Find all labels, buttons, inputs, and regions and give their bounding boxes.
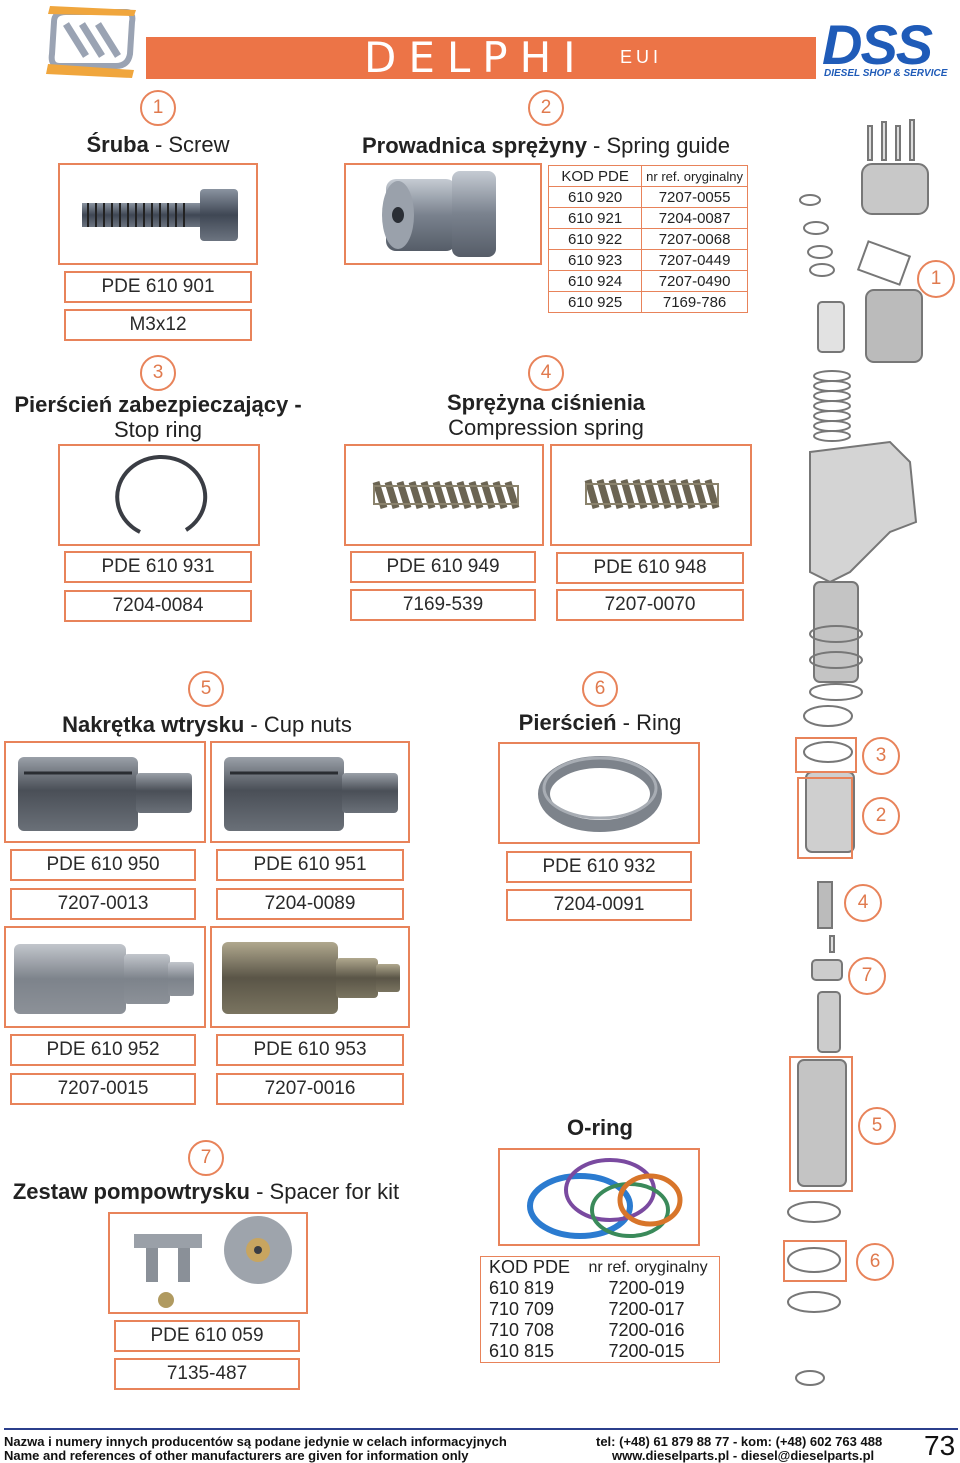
spring-ref-2: 7207-0070	[556, 589, 744, 621]
ring-code: PDE 610 932	[506, 851, 692, 883]
table-header: nr ref. oryginalny	[641, 165, 748, 187]
screw-size: M3x12	[64, 309, 252, 341]
section-3-number: 3	[140, 355, 176, 391]
section-6-title: Pierścień - Ring	[518, 710, 682, 735]
table-header: KOD PDE	[547, 165, 643, 187]
diagram-callout-1: 1	[917, 260, 955, 298]
section-4-number: 4	[528, 355, 564, 391]
dss-logo-text: DSS	[822, 13, 933, 76]
oring-image	[498, 1148, 700, 1246]
exploded-diagram	[770, 112, 946, 1402]
compression-spring-image-1	[344, 444, 544, 546]
cup-nut-code-2: PDE 610 951	[216, 849, 404, 881]
dss-logo: DSS DIESEL SHOP & SERVICE	[822, 13, 956, 84]
spacer-kit-ref: 7135-487	[114, 1358, 300, 1390]
section-2-title: Prowadnica sprężyny - Spring guide	[361, 133, 731, 158]
section-7-number: 7	[188, 1140, 224, 1176]
diagram-callout-7: 7	[848, 957, 886, 995]
stop-ring-ref: 7204-0084	[64, 590, 252, 622]
footer-disclaimer-pl: Nazwa i numery innych producentów są pod…	[4, 1434, 507, 1449]
spring-ref-1: 7169-539	[350, 589, 536, 621]
dss-logo-subtext: DIESEL SHOP & SERVICE	[824, 68, 948, 79]
footer-divider	[4, 1428, 958, 1430]
diagram-box-6	[783, 1240, 847, 1282]
cup-nut-code-3: PDE 610 952	[10, 1034, 196, 1066]
spring-code-2: PDE 610 948	[556, 552, 744, 584]
cup-nut-ref-1: 7207-0013	[10, 888, 196, 920]
stop-ring-image	[58, 444, 260, 546]
spacer-kit-image	[108, 1212, 308, 1314]
section-5-number: 5	[188, 671, 224, 707]
diagram-callout-3: 3	[862, 737, 900, 775]
table-header: KOD PDE	[489, 1257, 571, 1277]
cup-nut-ref-3: 7207-0015	[10, 1073, 196, 1105]
ring-ref: 7204-0091	[506, 889, 692, 921]
spacer-kit-code: PDE 610 059	[114, 1320, 300, 1352]
ring-image	[498, 742, 700, 844]
spring-guide-image	[344, 163, 542, 265]
screw-code: PDE 610 901	[64, 271, 252, 303]
screw-image	[58, 163, 258, 265]
diagram-box-2	[797, 777, 853, 859]
header-banner: DELPHI EUI	[146, 37, 816, 79]
table-header: nr ref. oryginalny	[588, 1258, 708, 1276]
footer-contact-web: www.dieselparts.pl - diesel@dieselparts.…	[612, 1448, 875, 1463]
section-3-title: Pierścień zabezpieczający -Stop ring	[14, 392, 302, 442]
page-number: 73	[924, 1430, 956, 1461]
diagram-callout-5: 5	[858, 1107, 896, 1145]
cup-nut-image-1	[4, 741, 206, 843]
cup-nut-code-1: PDE 610 950	[10, 849, 196, 881]
diagram-callout-2: 2	[862, 797, 900, 835]
section-7-title: Zestaw pompowtrysku - Spacer for kit	[12, 1179, 400, 1204]
diagram-callout-6: 6	[856, 1243, 894, 1281]
diagram-box-5	[789, 1056, 853, 1192]
footer-disclaimer-en: Name and references of other manufacture…	[4, 1448, 469, 1463]
section-1-number: 1	[140, 90, 176, 126]
delphi-logo	[46, 4, 138, 78]
stop-ring-code: PDE 610 931	[64, 551, 252, 583]
section-2-number: 2	[528, 90, 564, 126]
cup-nut-ref-4: 7207-0016	[216, 1073, 404, 1105]
brand-subtitle: EUI	[620, 47, 663, 67]
cup-nut-image-3	[4, 926, 206, 1028]
brand-title: DELPHI	[364, 33, 588, 82]
section-6-number: 6	[582, 671, 618, 707]
oring-title: O-ring	[567, 1115, 633, 1140]
cup-nut-code-4: PDE 610 953	[216, 1034, 404, 1066]
cup-nut-ref-2: 7204-0089	[216, 888, 404, 920]
section-5-title: Nakrętka wtrysku - Cup nuts	[62, 712, 352, 737]
compression-spring-image-2	[550, 444, 752, 546]
diagram-callout-4: 4	[844, 884, 882, 922]
cup-nut-image-2	[210, 741, 410, 843]
section-1-title: Śruba - Screw	[86, 132, 230, 157]
spring-code-1: PDE 610 949	[350, 551, 536, 583]
cup-nut-image-4	[210, 926, 410, 1028]
footer-contact-phone: tel: (+48) 61 879 88 77 - kom: (+48) 602…	[596, 1434, 883, 1449]
diagram-box-3	[795, 737, 857, 773]
